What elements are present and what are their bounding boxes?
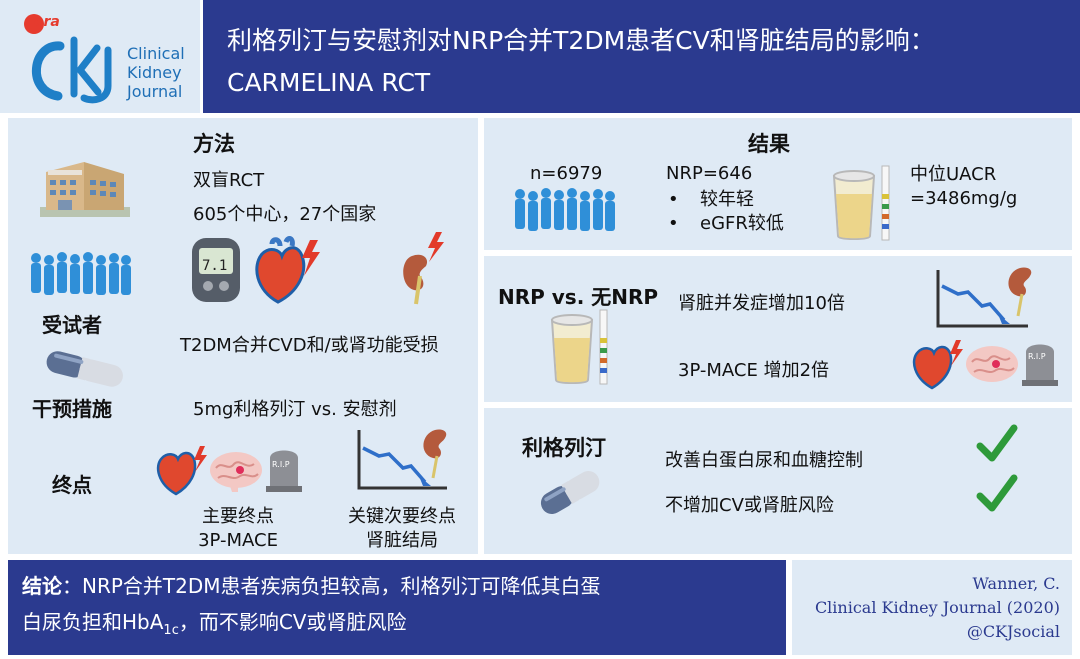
era-logo: era (24, 14, 68, 36)
header-bar: 利格列汀与安慰剂对NRP合并T2DM患者CV和肾脏结局的影响： CARMELIN… (203, 0, 1080, 113)
logo-text: Clinical Kidney Journal (127, 44, 185, 101)
kidney-lightning-icon (403, 232, 444, 305)
tombstone-text: R.I.P (1028, 352, 1046, 361)
nrp-bullet: •较年轻 •eGFR较低 (668, 189, 784, 234)
benefit-1-text: 改善白蛋白尿和血糖控制 (665, 450, 863, 471)
citation-box: Wanner, C. Clinical Kidney Journal (2020… (792, 560, 1072, 655)
heart-lightning-icon (255, 236, 320, 304)
heart-lightning-icon (912, 340, 963, 390)
capsule-icon (46, 351, 123, 387)
ckj-logo-icon (31, 36, 112, 104)
results-heading: 结果 (748, 132, 790, 156)
benefit-2-text: 不增加CV或肾脏风险 (665, 495, 834, 516)
brain-icon (210, 452, 262, 492)
n-total: n=6979 (530, 163, 603, 184)
uacr-value: 中位UACR =3486mg/g (910, 164, 1018, 209)
page-title: 利格列汀与安慰剂对NRP合并T2DM患者CV和肾脏结局的影响： CARMELIN… (227, 26, 935, 97)
people-crowd-icon (31, 252, 131, 295)
design-text: 双盲RCT (193, 170, 265, 191)
nrp-count: NRP=646 (666, 163, 753, 184)
drug-label: 利格列汀 (522, 436, 606, 460)
population-text: T2DM合并CVD和/或肾功能受损 (180, 335, 439, 356)
tombstone-text: R.I.P (272, 460, 290, 469)
hospital-icon (40, 162, 130, 217)
checkmark-icon (976, 474, 1018, 512)
glucometer-icon (192, 238, 240, 302)
conclusion-bar: 结论：NRP合并T2DM患者疾病负担较高，利格列汀可降低其白蛋 白尿负担和HbA… (8, 560, 786, 655)
logo-panel: era Clinical Kidney Journal (0, 0, 200, 113)
urine-cup-icon (550, 309, 608, 385)
sites-text: 605个中心，27个国家 (193, 204, 377, 225)
renal-increase-text: 肾脏并发症增加10倍 (678, 293, 845, 314)
secondary-endpoint: 关键次要终点 肾脏结局 (348, 506, 456, 551)
decline-chart-icon (357, 429, 447, 490)
comparison-label: NRP vs. 无NRP (498, 285, 659, 309)
tombstone-icon (266, 450, 302, 492)
urine-cup-icon (832, 165, 890, 241)
intervention-text: 5mg利格列汀 vs. 安慰剂 (193, 399, 397, 420)
conclusion-text: 结论：NRP合并T2DM患者疾病负担较高，利格列汀可降低其白蛋 白尿负担和HbA… (22, 574, 601, 638)
methods-heading: 方法 (193, 132, 235, 156)
subjects-label: 受试者 (42, 313, 102, 337)
checkmark-icon (976, 424, 1018, 462)
intervention-label: 干预措施 (32, 397, 112, 421)
glucometer-reading: 7.1 (202, 258, 228, 274)
citation-text: Wanner, C. Clinical Kidney Journal (2020… (814, 574, 1060, 641)
heart-lightning-icon (156, 446, 207, 496)
capsule-icon (540, 471, 600, 514)
mace-increase-text: 3P-MACE 增加2倍 (678, 360, 830, 381)
decline-chart-icon (936, 267, 1032, 328)
tombstone-icon (1022, 344, 1058, 386)
brain-icon (966, 346, 1018, 382)
people-crowd-icon (515, 188, 615, 231)
primary-endpoint: 主要终点 3P-MACE (198, 506, 278, 551)
endpoints-label: 终点 (52, 473, 92, 497)
